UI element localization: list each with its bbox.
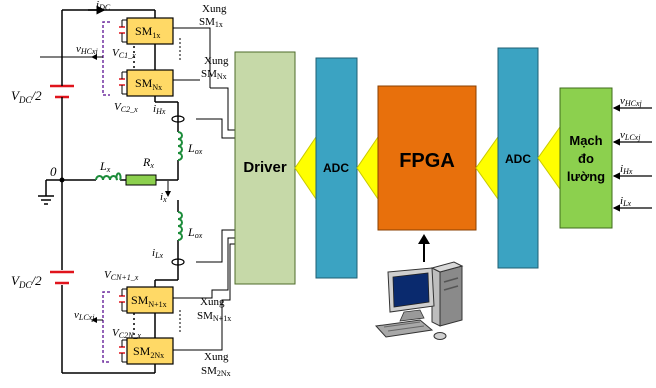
rx-label: Rx — [142, 155, 154, 170]
upper-measure-bracket — [102, 21, 110, 96]
arrow-fpga-to-adc-icon — [356, 135, 379, 201]
adc-right-label: ADC — [505, 152, 531, 166]
driver-label: Driver — [243, 159, 287, 176]
measurement-block — [559, 87, 613, 229]
current-sensor-lower-icon — [171, 258, 185, 266]
ihx-label: iHx — [153, 103, 166, 116]
vlcxj-label: vLCxj — [74, 309, 95, 322]
arrow-adc-to-fpga-icon — [475, 135, 499, 201]
input-vlcxj-label: vLCxj — [620, 129, 641, 142]
driver-block — [234, 51, 296, 285]
vc2nx-label: VC2N_x — [112, 327, 141, 340]
submodule-smnx: SMNx — [119, 69, 174, 97]
lower-measure-bracket — [102, 291, 110, 363]
arrow-measure-to-adc-icon — [537, 125, 561, 191]
input-ilx-label: iLx — [620, 195, 632, 208]
computer-icon — [374, 261, 464, 340]
vdc-top-label: VDC/2 — [11, 88, 42, 105]
idc-label: iDC — [96, 0, 111, 12]
zero-node-label: 0 — [50, 164, 57, 179]
arrow-adc-to-driver-icon — [294, 135, 317, 201]
ix-label: ix — [160, 191, 167, 204]
svg-text:SM2Nx: SM2Nx — [133, 344, 164, 360]
vc1x-label: VC1_x — [112, 47, 136, 60]
submodule-sm2nx: SM2Nx — [119, 337, 174, 365]
adc-left-label: ADC — [323, 161, 349, 175]
dc-source-bottom — [50, 270, 74, 285]
svg-text:SM1x: SM1x — [135, 24, 160, 40]
vhcxj-label: vHCxj — [76, 43, 99, 56]
load-inductor-icon — [95, 172, 122, 181]
submodule-smn1x: SMN+1x — [119, 286, 174, 314]
vdc-bottom-label: VDC/2 — [11, 273, 42, 290]
fpga-block — [377, 85, 477, 231]
vcn1x-label: VCN+1_x — [104, 269, 139, 282]
arm-inductor-upper-icon — [177, 131, 183, 161]
lx-label: Lx — [99, 159, 111, 174]
upper-arm-wires — [62, 10, 179, 373]
adc-left-block — [315, 57, 358, 279]
ground-icon — [38, 180, 54, 205]
fpga-label: FPGA — [399, 150, 455, 172]
arm-inductor-lower-icon — [177, 211, 183, 241]
load-resistor-icon — [125, 174, 157, 186]
signal-wires — [40, 27, 235, 351]
input-vhcxj-label: vHCxj — [620, 95, 643, 108]
lox-bottom-label: Lox — [187, 225, 203, 240]
dc-bus — [61, 9, 155, 374]
vc2x-label: VC2_x — [114, 101, 138, 114]
dc-source-top — [50, 84, 74, 100]
ilx-label: iLx — [152, 247, 164, 260]
measurement-inputs — [612, 104, 652, 212]
adc-right-block — [497, 47, 539, 269]
lox-top-label: Lox — [187, 141, 203, 156]
input-ihx-label: iHx — [620, 163, 633, 176]
current-sensor-upper-icon — [171, 115, 185, 123]
svg-text:SMNx: SMNx — [135, 76, 162, 92]
submodule-sm1x: SM1x — [119, 17, 174, 45]
svg-text:SMN+1x: SMN+1x — [131, 293, 167, 309]
